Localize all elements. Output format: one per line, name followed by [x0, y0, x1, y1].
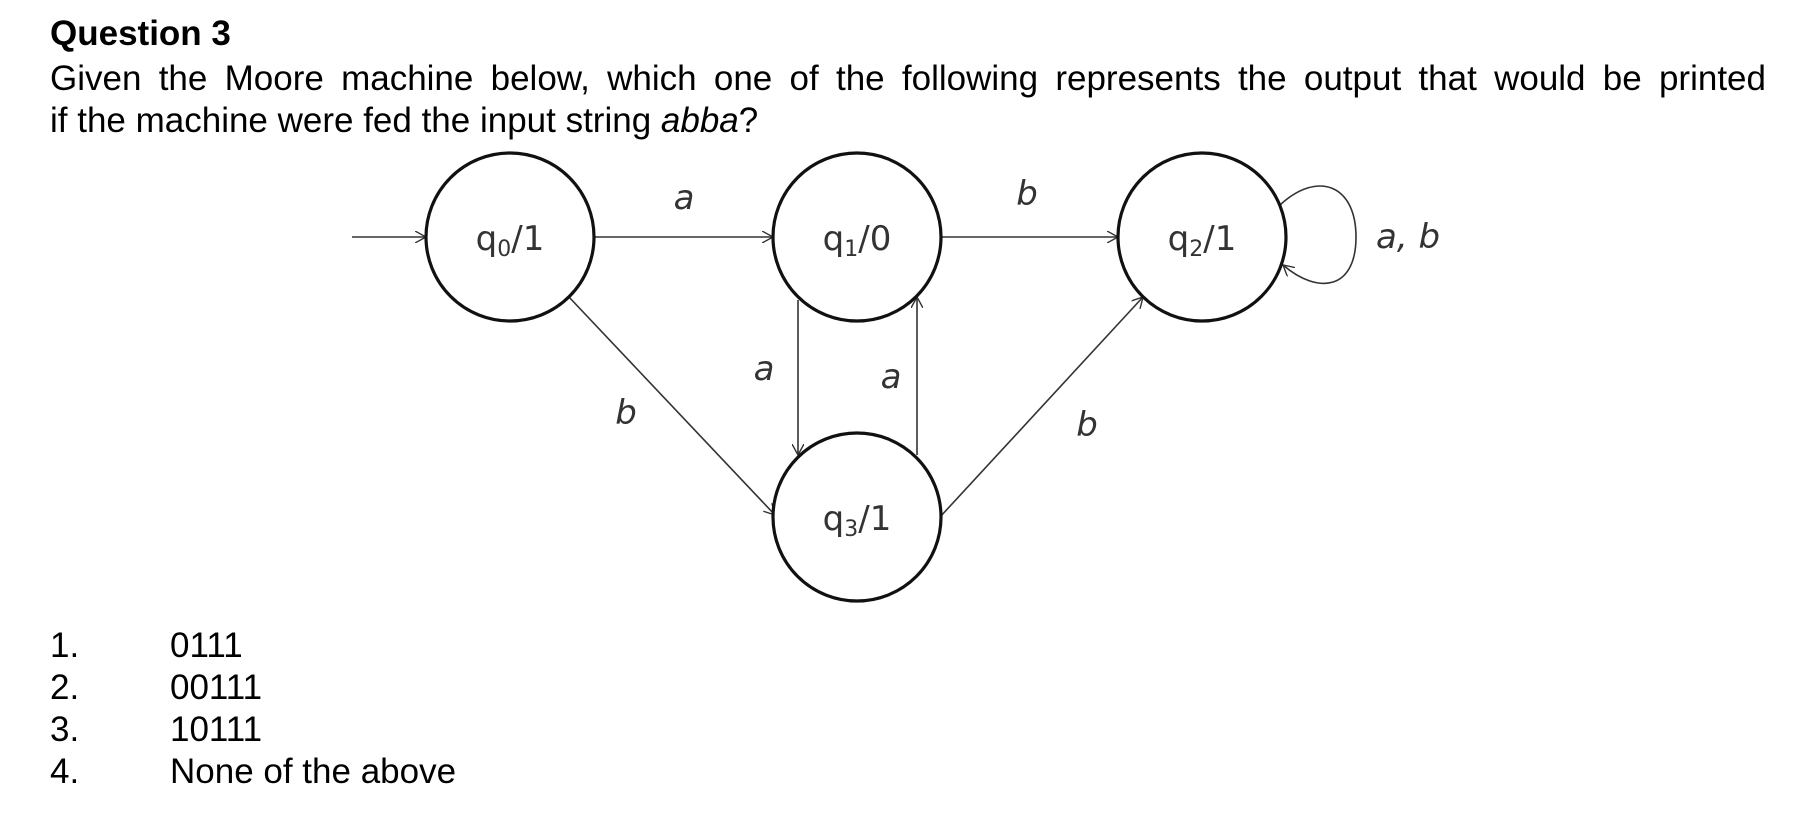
edge-label-q0-q3: b	[615, 393, 637, 433]
answer-number: 1.	[50, 626, 80, 665]
question-text-line2-end: ?	[738, 101, 759, 140]
answer-number: 4.	[50, 752, 80, 791]
transition-q0-q3	[567, 295, 775, 515]
transition-q3-q2	[939, 297, 1143, 518]
question-text-line2-start: if the machine were fed the input string	[50, 101, 661, 140]
answer-text: 0111	[170, 626, 243, 665]
state-q1: q1/0	[771, 151, 943, 323]
input-string: abba	[660, 101, 739, 140]
state-label-q3: q3/1	[823, 499, 892, 542]
moore-machine-diagram: q0/1 q1/0 q2/1 q3/1 a b b a a b a, b	[352, 151, 1440, 603]
answer-text: 00111	[170, 668, 263, 707]
answer-number: 2.	[50, 668, 80, 707]
answer-text: None of the above	[170, 752, 457, 791]
question-text-line1: Given the Moore machine below, which one…	[50, 59, 1766, 98]
edge-label-q2-self: a, b	[1376, 217, 1440, 257]
question-text-line2: if the machine were fed the input string…	[50, 100, 1766, 142]
transition-q2-self-loop	[1279, 185, 1357, 285]
state-label-q0: q0/1	[476, 219, 545, 262]
answer-text: 10111	[170, 710, 263, 749]
edge-label-q3-q1: a	[881, 357, 902, 397]
edge-label-q3-q2: b	[1076, 405, 1098, 445]
state-q2: q2/1	[1116, 151, 1288, 323]
state-label-q1: q1/0	[823, 219, 892, 262]
state-q0: q0/1	[424, 151, 596, 323]
edge-label-q1-q2: b	[1016, 174, 1038, 214]
edge-label-q1-q3: a	[754, 349, 775, 389]
question-title: Question 3	[50, 14, 231, 53]
edge-label-q0-q1: a	[674, 178, 695, 218]
state-label-q2: q2/1	[1168, 219, 1237, 262]
question-text: Given the Moore machine below, which one…	[50, 58, 1766, 142]
state-q3: q3/1	[771, 431, 943, 603]
answer-number: 3.	[50, 710, 80, 749]
